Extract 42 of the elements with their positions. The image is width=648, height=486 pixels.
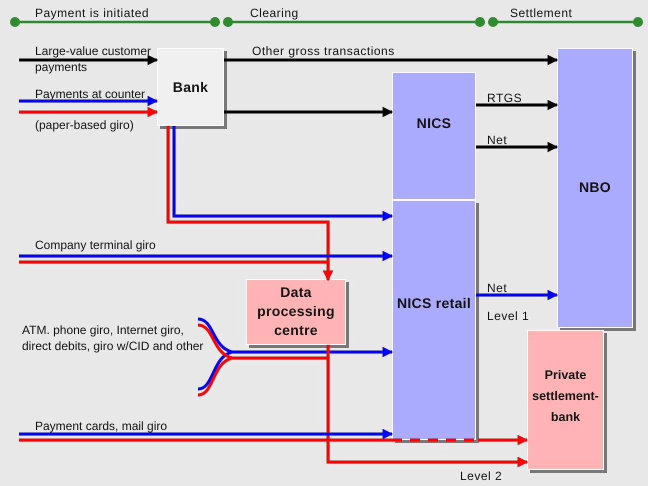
source-label: Large-value customer payments bbox=[35, 43, 155, 75]
node-title: NICS retail bbox=[396, 294, 472, 313]
edge-label: Net bbox=[487, 281, 508, 295]
node-title: Bank bbox=[172, 78, 208, 97]
node-title: NBO bbox=[578, 178, 611, 197]
phase-label: Clearing bbox=[250, 6, 299, 20]
clearing-box bbox=[392, 200, 476, 440]
arrow bbox=[224, 54, 558, 66]
arrow bbox=[476, 290, 558, 300]
arrow bbox=[196, 318, 394, 390]
arrow bbox=[476, 100, 558, 110]
arrow bbox=[224, 106, 394, 118]
arrow bbox=[18, 434, 528, 446]
processing-box bbox=[246, 279, 346, 345]
edge-label: Net bbox=[487, 133, 508, 147]
arrow bbox=[172, 126, 394, 222]
source-label: Payment cards, mail giro bbox=[35, 418, 205, 434]
node-title: Private settlement-bank bbox=[531, 367, 600, 426]
settlement-bank-box bbox=[527, 330, 604, 470]
edge-label: Other gross transactions bbox=[252, 44, 395, 58]
arrow bbox=[19, 54, 158, 66]
arrow bbox=[19, 250, 394, 262]
phase-label: Settlement bbox=[510, 6, 572, 20]
arrow bbox=[326, 345, 528, 468]
settlement-box bbox=[557, 48, 633, 328]
arrow bbox=[19, 260, 334, 282]
edge-note: Level 1 bbox=[487, 309, 530, 323]
arrow bbox=[19, 96, 158, 106]
edge-label: RTGS bbox=[487, 91, 522, 105]
phase-label: Payment is initiated bbox=[35, 6, 150, 20]
edge-label: Level 2 bbox=[460, 469, 502, 483]
arrow bbox=[476, 142, 558, 152]
arrow bbox=[19, 106, 158, 118]
source-label: Payments at counter bbox=[35, 86, 160, 102]
bank-box bbox=[157, 48, 224, 126]
arrow bbox=[19, 428, 394, 440]
clearing-box bbox=[392, 72, 476, 200]
source-label: Company terminal giro bbox=[35, 237, 205, 253]
node-title: NICS bbox=[416, 114, 452, 133]
node-title: Data processing centre bbox=[256, 283, 336, 340]
note-label: (paper-based giro) bbox=[35, 117, 134, 133]
source-label: ATM. phone giro, Internet giro, direct debits, giro w/CID and other bbox=[22, 322, 207, 354]
